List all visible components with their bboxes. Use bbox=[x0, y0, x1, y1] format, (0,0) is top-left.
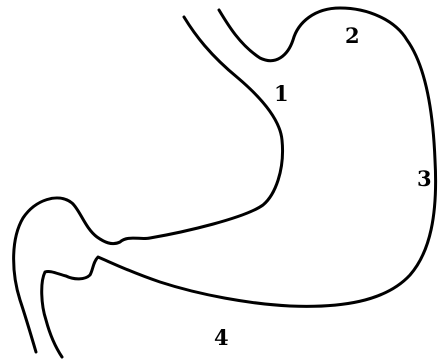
label-region-2: 2 bbox=[345, 23, 360, 48]
label-region-3: 3 bbox=[417, 166, 432, 191]
label-region-1: 1 bbox=[274, 81, 289, 106]
greater-curvature-outline bbox=[42, 8, 436, 357]
label-region-4: 4 bbox=[214, 325, 229, 350]
